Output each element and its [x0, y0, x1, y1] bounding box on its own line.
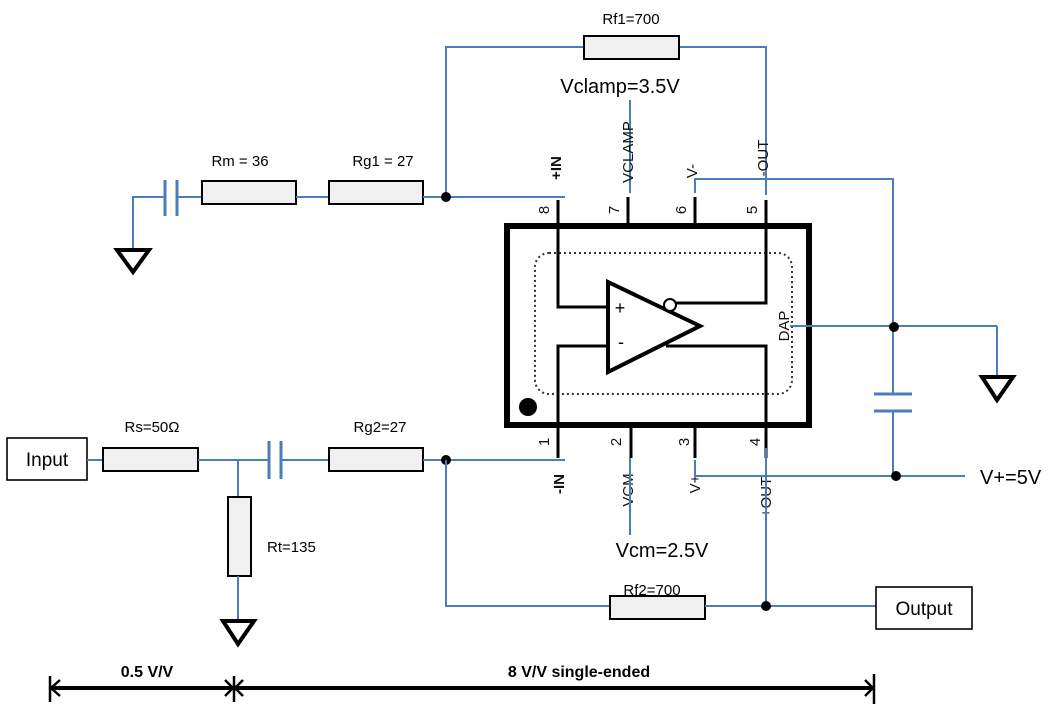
label-vclamp: Vclamp=3.5V	[560, 76, 680, 98]
resistor-rt	[227, 496, 252, 577]
trace-plus-in	[556, 200, 607, 309]
pin-num-4: 4	[747, 438, 764, 446]
arrow-mid-left-icon	[224, 679, 235, 697]
output-port-label: Output	[895, 599, 953, 620]
opamp-triangle-icon	[606, 278, 705, 376]
rf2-feedback-path: Rf2=700 Output	[445, 448, 973, 630]
label-rg2: Rg2=27	[354, 419, 407, 436]
label-vplus: V+=5V	[980, 467, 1042, 489]
resistor-rs	[102, 447, 199, 472]
top-input-path: Rm = 36 Rg1 = 27	[113, 153, 565, 276]
pin-name-minus-out: -OUT	[755, 140, 772, 177]
ground-icon	[978, 375, 1017, 404]
pin-name-plus-in: +IN	[548, 156, 565, 180]
input-port[interactable]	[6, 437, 88, 481]
arrow-mid-right-icon	[233, 679, 244, 697]
trace-minus-in	[556, 344, 607, 458]
pin-num-2: 2	[608, 438, 625, 446]
arrow-left-icon	[49, 679, 61, 697]
resistor-rg2	[328, 447, 424, 472]
pin-name-v-minus: V-	[684, 164, 701, 178]
label-rf2: Rf2=700	[623, 582, 680, 599]
node-output-junction	[761, 601, 771, 611]
opamp-minus-sign: -	[618, 332, 624, 352]
pin-name-vcm: VCM	[620, 473, 637, 506]
label-gain-stage1: 0.5 V/V	[121, 664, 174, 681]
input-port-label: Input	[26, 450, 69, 471]
resistor-rf2	[609, 595, 706, 620]
label-rg1: Rg1 = 27	[352, 153, 413, 170]
opamp-inverting-bubble	[663, 298, 677, 312]
node-vplus-junction	[891, 471, 901, 481]
output-port[interactable]	[875, 586, 973, 630]
trace-plus-out	[666, 344, 768, 458]
pin-num-3: 3	[676, 438, 693, 446]
pin-name-v-plus: V+	[687, 474, 704, 493]
wire-v-plus	[694, 460, 965, 477]
ground-icon	[113, 248, 153, 276]
resistor-rm	[201, 180, 297, 205]
bypass-cap-gap	[885, 395, 901, 411]
label-rt: Rt=135	[267, 539, 316, 556]
pin-num-1: 1	[536, 438, 553, 446]
pin-num-8: 8	[536, 206, 553, 214]
label-vcm: Vcm=2.5V	[616, 540, 709, 562]
trace-minus-out	[676, 200, 768, 305]
label-dap: DAP	[776, 311, 793, 342]
wire-rf1-left	[445, 46, 584, 197]
pin-name-vclamp: VCLAMP	[620, 121, 637, 183]
supply-network: V+=5V	[694, 178, 1042, 489]
opamp-ic: + - DAP 8 7 6 5 +IN VCLAMP V- -OUT 1 2 3…	[504, 121, 812, 517]
pin-num-5: 5	[744, 206, 761, 214]
ground-icon	[219, 619, 258, 648]
label-rm: Rm = 36	[211, 153, 268, 170]
resistor-rf1	[583, 35, 680, 60]
opamp-plus-sign: +	[615, 298, 626, 318]
ic-pin1-marker	[519, 398, 537, 416]
node-top-junction	[441, 192, 451, 202]
arrow-right-icon	[864, 679, 875, 697]
gain-annotations: 0.5 V/V 8 V/V single-ended	[48, 664, 876, 704]
wire-rf1-right	[679, 46, 767, 195]
label-gain-stage2: 8 V/V single-ended	[508, 664, 650, 681]
wire-rf2-left	[445, 460, 610, 607]
resistor-rg1	[328, 180, 424, 205]
label-rf1: Rf1=700	[602, 11, 659, 28]
bottom-input-path: Input Rs=50Ω Rg2=27 Rt=135	[6, 419, 565, 648]
label-rs: Rs=50Ω	[125, 419, 180, 436]
pin-num-7: 7	[606, 206, 623, 214]
node-dap-junction	[889, 322, 899, 332]
rf1-feedback-path: Rf1=700	[445, 11, 767, 197]
pin-num-6: 6	[673, 206, 690, 214]
pin-name-minus-in: -IN	[551, 474, 568, 494]
wire-top-gnd	[132, 196, 165, 250]
ic-dap-outline	[534, 252, 793, 395]
